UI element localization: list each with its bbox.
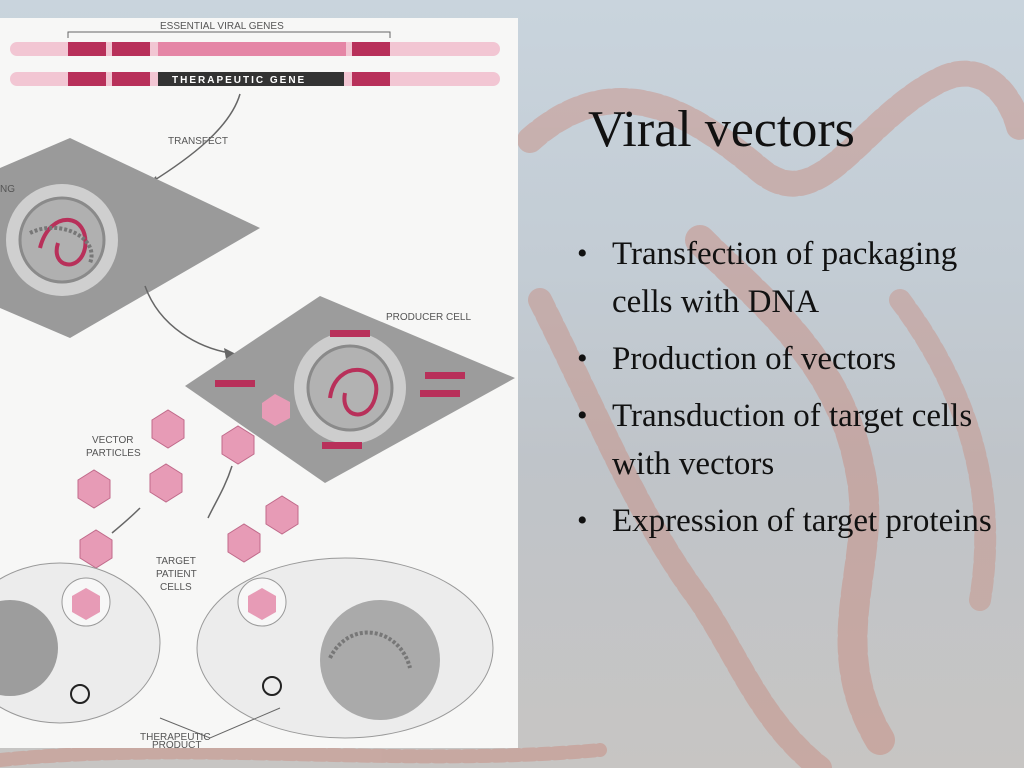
bullet-item: • Transfection of packaging cells with DN… — [574, 230, 994, 326]
essential-viral-genes-bar: ESSENTIAL VIRAL GENES — [10, 21, 500, 56]
label-packaging-fragment: NG — [0, 184, 15, 195]
bullet-dot-icon: • — [577, 399, 588, 432]
slide-title: Viral vectors — [588, 101, 855, 158]
label-essential-genes: ESSENTIAL VIRAL GENES — [160, 21, 284, 32]
label-producer-cell: PRODUCER CELL — [386, 312, 471, 323]
bullet-dot-icon: • — [577, 342, 588, 375]
viral-vector-diagram: ESSENTIAL VIRAL GENES THERAPEUTIC GENE T… — [0, 18, 518, 748]
therapeutic-gene-bar: THERAPEUTIC GENE — [10, 72, 500, 86]
packaging-cell: NG — [0, 138, 260, 338]
label-patient: PATIENT — [156, 569, 197, 580]
bullet-text: Transfection of packaging cells with DNA — [612, 236, 958, 320]
producer-cell: PRODUCER CELL — [185, 296, 515, 483]
bullet-item: • Expression of target proteins — [574, 497, 994, 545]
bullet-dot-icon: • — [577, 504, 588, 537]
arrow-transfect — [149, 93, 241, 184]
label-vector: VECTOR — [92, 435, 134, 446]
bullet-item: • Transduction of target cells with vecto… — [574, 392, 994, 488]
bullet-dot-icon: • — [577, 237, 588, 270]
label-therapeutic: THERAPEUTIC — [140, 732, 211, 743]
label-target: TARGET — [156, 556, 196, 567]
bullet-item: • Production of vectors — [574, 335, 994, 383]
vector-particles: VECTOR PARTICLES — [77, 409, 299, 569]
bullet-text: Transduction of target cells with vector… — [612, 398, 973, 482]
label-cells: CELLS — [160, 582, 192, 593]
target-patient-cells: TARGET PATIENT CELLS THERAPEUTIC PRODUCT — [0, 556, 494, 748]
bullet-text: Expression of target proteins — [612, 503, 992, 539]
label-particles: PARTICLES — [86, 448, 141, 459]
bullet-list: • Transfection of packaging cells with DN… — [574, 230, 994, 554]
label-therapeutic-gene: THERAPEUTIC GENE — [172, 75, 306, 86]
label-transfect: TRANSFECT — [168, 136, 228, 147]
bullet-text: Production of vectors — [612, 341, 897, 377]
label-product: PRODUCT — [152, 740, 201, 748]
